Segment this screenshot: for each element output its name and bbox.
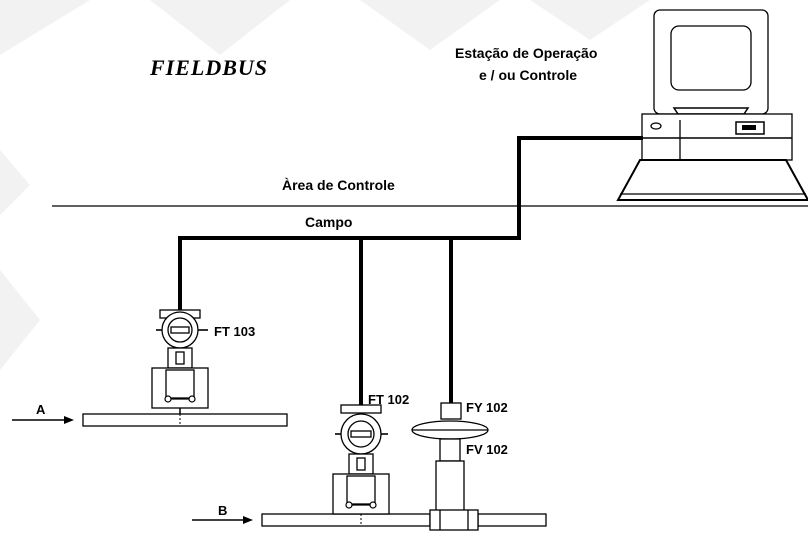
background-watermark — [0, 0, 650, 370]
fieldbus-cable — [178, 136, 643, 405]
field-label: Campo — [305, 214, 352, 230]
fy102-label: FY 102 — [466, 400, 508, 415]
process-pipe-a — [82, 413, 288, 427]
workstation-label-line2: e / ou Controle — [479, 67, 577, 83]
control-area-label: Àrea de Controle — [282, 177, 395, 193]
workstation-computer-icon — [616, 9, 808, 201]
ft103-label: FT 103 — [214, 324, 255, 339]
flow-label-b: B — [218, 503, 227, 518]
fv102-label: FV 102 — [466, 442, 508, 457]
process-pipe-b — [261, 513, 547, 527]
diagram-title: FIELDBUS — [149, 55, 268, 80]
flow-arrow-a — [12, 416, 74, 424]
flow-arrow-b — [192, 516, 253, 524]
ft102-label: FT 102 — [368, 392, 409, 407]
flow-label-a: A — [36, 402, 46, 417]
workstation-label-line1: Estação de Operação — [455, 45, 597, 61]
control-valve-fv102-icon — [411, 402, 489, 531]
transmitter-ft103-icon — [151, 309, 209, 414]
transmitter-ft102-icon — [332, 404, 390, 515]
